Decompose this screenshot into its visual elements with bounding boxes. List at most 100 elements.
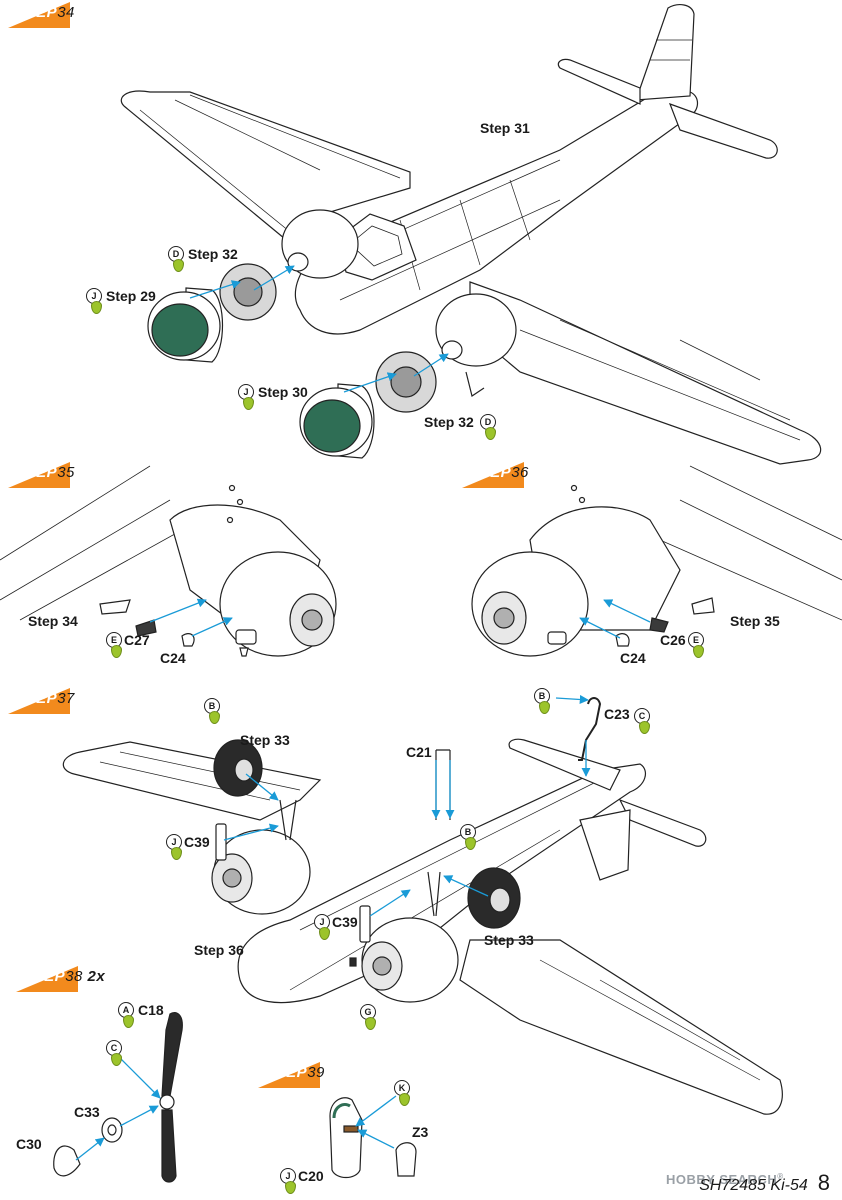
ref-step29: Step 29: [106, 288, 156, 304]
step36-nacelle-drawing: [471, 465, 842, 657]
step-number: 37: [57, 690, 75, 707]
paint-code: D: [480, 414, 496, 430]
paint-badge-j-c39-center: J: [314, 914, 332, 942]
step38-propeller-drawing: [53, 1011, 183, 1183]
step39-part-drawing: [329, 1097, 417, 1179]
step-word: STEP: [24, 968, 66, 985]
step37-arrows: [223, 694, 591, 917]
paint-drop-icon: [365, 1017, 376, 1030]
part-c39-center: C39: [332, 914, 358, 930]
ref-step32-upper: Step 32: [188, 246, 238, 262]
paint-badge-d-lower: D: [480, 414, 498, 442]
page-footer: SH72485 Ki-54 8: [699, 1170, 830, 1196]
paint-badge-b-c23: B: [534, 688, 552, 716]
ref-step34: Step 34: [28, 613, 78, 629]
step-number: 35: [57, 464, 75, 481]
watermark: HOBBY SEARCH®: [666, 1172, 784, 1187]
ref-step35: Step 35: [730, 613, 780, 629]
paint-badge-g-antenna: G: [360, 1004, 378, 1032]
paint-code: C: [634, 708, 650, 724]
part-c24-left: C24: [160, 650, 186, 666]
paint-badge-e-c27: E: [106, 632, 124, 660]
step-word: STEP: [16, 690, 58, 707]
paint-badge-j-step30: J: [238, 384, 256, 412]
step-36-header: STEP36: [462, 462, 552, 488]
step35-parts: [135, 619, 195, 647]
paint-drop-icon: [123, 1015, 134, 1028]
paint-drop-icon: [485, 427, 496, 440]
step-37-header: STEP37: [8, 688, 98, 714]
part-z3: Z3: [412, 1124, 429, 1140]
part-c33: C33: [74, 1104, 100, 1120]
step37-aircraft-drawing: [62, 697, 783, 1115]
step39-arrows: [355, 1095, 397, 1149]
step-word: STEP: [16, 4, 58, 21]
paint-badge-a-c18: A: [118, 1002, 136, 1030]
paint-drop-icon: [285, 1181, 296, 1194]
step-quantity: 2x: [87, 968, 106, 985]
step-word: STEP: [266, 1064, 308, 1081]
paint-code: C: [106, 1040, 122, 1056]
ref-step31: Step 31: [480, 120, 530, 136]
step-number: 34: [57, 4, 75, 21]
paint-badge-j-c39-left: J: [166, 834, 184, 862]
paint-badge-k-z3: K: [394, 1080, 412, 1108]
paint-drop-icon: [111, 1053, 122, 1066]
paint-badge-j-c20: J: [280, 1168, 298, 1196]
ref-step30: Step 30: [258, 384, 308, 400]
step-number: 38: [65, 968, 83, 985]
step-number: 39: [307, 1064, 325, 1081]
step-34-header: STEP34: [8, 2, 98, 28]
kit-code: SH72485 Ki-54: [699, 1177, 808, 1194]
paint-badge-b-wheel-right: B: [460, 824, 478, 852]
step36-arrows: [579, 599, 651, 639]
paint-drop-icon: [209, 711, 220, 724]
paint-badge-j-step29: J: [86, 288, 104, 316]
paint-drop-icon: [91, 301, 102, 314]
part-c18: C18: [138, 1002, 164, 1018]
step35-nacelle-drawing: [0, 465, 337, 657]
part-c21: C21: [406, 744, 432, 760]
step-38-header: STEP38 2x: [16, 966, 136, 992]
watermark-brand: HOBBY SEARCH: [666, 1172, 778, 1187]
paint-drop-icon: [111, 645, 122, 658]
paint-drop-icon: [173, 259, 184, 272]
paint-badge-e-c26: E: [688, 632, 706, 660]
paint-badge-c-prop: C: [106, 1040, 124, 1068]
step34-aircraft-drawing: [120, 4, 822, 465]
part-c23: C23: [604, 706, 630, 722]
paint-drop-icon: [243, 397, 254, 410]
part-c26: C26: [660, 632, 686, 648]
part-c30: C30: [16, 1136, 42, 1152]
part-c39-left: C39: [184, 834, 210, 850]
paint-badge-c-c23: C: [634, 708, 652, 736]
step-35-header: STEP35: [8, 462, 98, 488]
step-39-header: STEP39: [258, 1062, 348, 1088]
paint-badge-d-upper: D: [168, 246, 186, 274]
paint-badge-b-wheel-left: B: [204, 698, 222, 726]
ref-step33-left: Step 33: [240, 732, 290, 748]
step36-parts: [615, 617, 669, 647]
paint-drop-icon: [319, 927, 330, 940]
step-number: 36: [511, 464, 529, 481]
paint-drop-icon: [399, 1093, 410, 1106]
step38-arrows: [75, 1055, 161, 1161]
watermark-reg: ®: [777, 1172, 784, 1181]
page-number: 8: [817, 1170, 830, 1195]
part-c20: C20: [298, 1168, 324, 1184]
part-c24-right: C24: [620, 650, 646, 666]
step34-assembly-arrows: [189, 265, 449, 393]
ref-step36: Step 36: [194, 942, 244, 958]
step-word: STEP: [470, 464, 512, 481]
paint-drop-icon: [171, 847, 182, 860]
ref-step32-lower: Step 32: [424, 414, 474, 430]
step-word: STEP: [16, 464, 58, 481]
paint-drop-icon: [693, 645, 704, 658]
paint-drop-icon: [639, 721, 650, 734]
ref-step33-right: Step 33: [484, 932, 534, 948]
paint-drop-icon: [465, 837, 476, 850]
paint-drop-icon: [539, 701, 550, 714]
step35-arrows: [149, 598, 233, 637]
part-c27: C27: [124, 632, 150, 648]
